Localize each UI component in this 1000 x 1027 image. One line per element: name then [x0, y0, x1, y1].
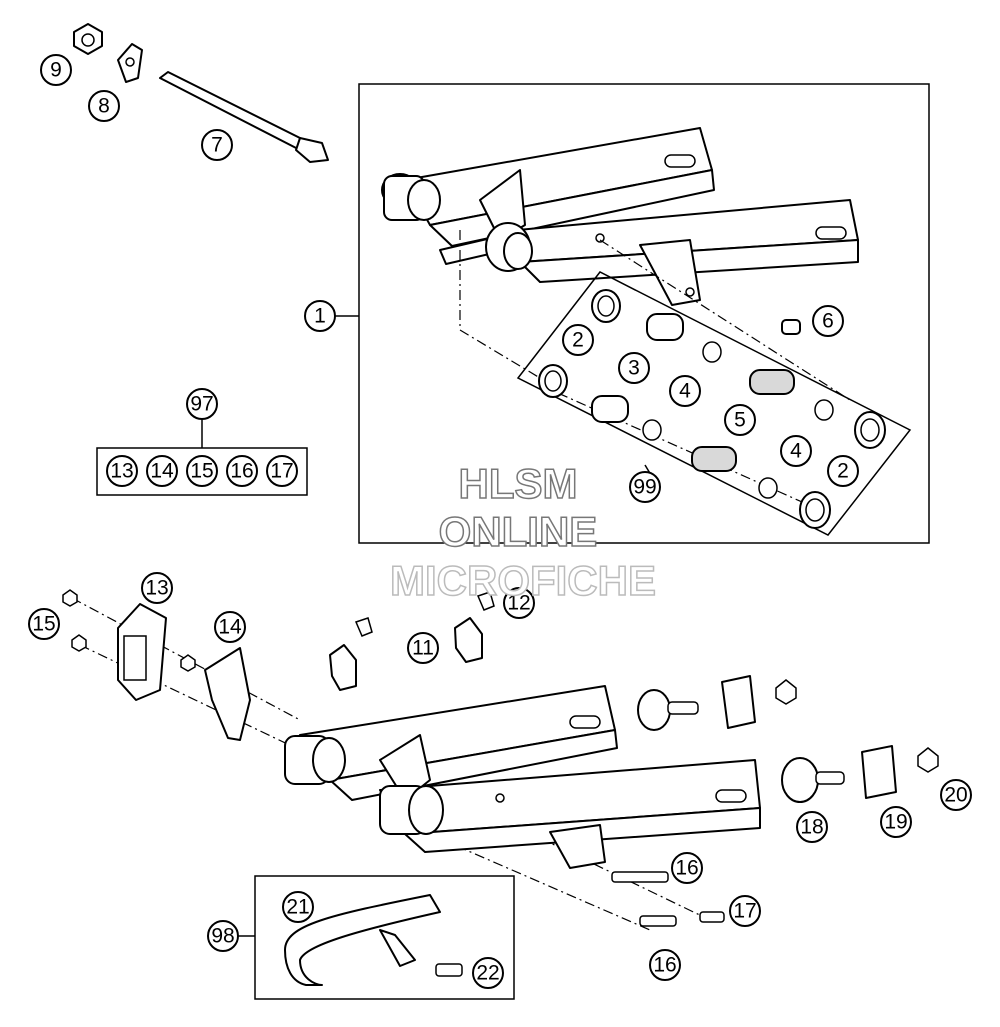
bearing-kit-frame: [516, 271, 912, 536]
callout-7[interactable]: 7: [201, 129, 233, 161]
callout-6[interactable]: 6: [812, 305, 844, 337]
swingarm-assembly-frame: [358, 83, 930, 544]
svg-text:17: 17: [270, 460, 293, 483]
callout-3[interactable]: 3: [618, 352, 650, 384]
svg-text:11: 11: [412, 637, 434, 660]
svg-text:20: 20: [944, 784, 967, 807]
svg-text:98: 98: [211, 925, 234, 948]
chain-guard-frame: [254, 875, 515, 1000]
swingarm-upper-drawing: [381, 127, 859, 306]
kit-97-item[interactable]: 16: [226, 455, 258, 487]
callout-18[interactable]: 18: [796, 811, 828, 843]
svg-text:13: 13: [145, 577, 168, 600]
svg-text:18: 18: [800, 816, 823, 839]
kit-97-item[interactable]: 17: [266, 455, 298, 487]
callout-12[interactable]: 12: [503, 587, 535, 619]
svg-text:4: 4: [679, 380, 691, 403]
swingarm-lower-drawing: [62, 589, 939, 931]
callout-13[interactable]: 13: [141, 572, 173, 604]
callout-21[interactable]: 21: [282, 891, 314, 923]
svg-text:17: 17: [733, 900, 756, 923]
svg-text:16: 16: [675, 857, 698, 880]
kit-97-item[interactable]: 13: [106, 455, 138, 487]
pivot-axle-drawing: [73, 23, 329, 163]
callout-99[interactable]: 99: [629, 471, 661, 503]
svg-text:ONLINE: ONLINE: [439, 508, 598, 555]
svg-text:99: 99: [633, 476, 656, 499]
callout-2[interactable]: 2: [827, 455, 859, 487]
svg-text:6: 6: [822, 310, 834, 333]
callout-2[interactable]: 2: [562, 324, 594, 356]
svg-text:21: 21: [286, 896, 309, 919]
svg-text:7: 7: [211, 134, 223, 157]
svg-text:15: 15: [190, 460, 213, 483]
callout-98[interactable]: 98: [207, 920, 239, 952]
callout-20[interactable]: 20: [940, 779, 972, 811]
svg-text:1: 1: [314, 305, 326, 328]
svg-text:22: 22: [476, 962, 499, 985]
svg-text:14: 14: [150, 460, 174, 483]
callout-8[interactable]: 8: [88, 90, 120, 122]
callout-4[interactable]: 4: [669, 375, 701, 407]
callout-16[interactable]: 16: [649, 949, 681, 981]
svg-text:5: 5: [734, 409, 746, 432]
watermark: HLSM ONLINE MICROFICHE: [389, 459, 657, 605]
kit-97-item[interactable]: 14: [146, 455, 178, 487]
svg-text:15: 15: [32, 613, 55, 636]
svg-text:12: 12: [507, 592, 530, 615]
svg-text:13: 13: [110, 460, 133, 483]
bearing-kit-drawing: [459, 230, 886, 529]
kit-97-item[interactable]: 15: [186, 455, 218, 487]
svg-text:14: 14: [218, 616, 242, 639]
kit-97-box: [96, 447, 308, 496]
svg-text:19: 19: [884, 811, 907, 834]
callout-19[interactable]: 19: [880, 806, 912, 838]
callout-5[interactable]: 5: [724, 404, 756, 436]
svg-text:16: 16: [230, 460, 253, 483]
svg-text:MICROFICHE: MICROFICHE: [390, 557, 656, 604]
callout-22[interactable]: 22: [472, 957, 504, 989]
callout-4[interactable]: 4: [780, 435, 812, 467]
callout-17[interactable]: 17: [729, 895, 761, 927]
chain-guard-drawing: [284, 894, 463, 986]
svg-text:97: 97: [190, 393, 213, 416]
callout-11[interactable]: 11: [407, 632, 439, 664]
svg-text:3: 3: [628, 357, 640, 380]
callout-1[interactable]: 1: [304, 300, 336, 332]
svg-text:9: 9: [50, 59, 62, 82]
svg-text:HLSM: HLSM: [459, 460, 578, 507]
callout-15[interactable]: 15: [28, 608, 60, 640]
svg-text:16: 16: [653, 954, 676, 977]
callout-14[interactable]: 14: [214, 611, 246, 643]
svg-text:2: 2: [572, 329, 584, 352]
svg-text:8: 8: [98, 95, 110, 118]
callout-16[interactable]: 16: [671, 852, 703, 884]
svg-text:4: 4: [790, 440, 802, 463]
callout-97[interactable]: 97: [186, 388, 218, 420]
callout-9[interactable]: 9: [40, 54, 72, 86]
svg-text:2: 2: [837, 460, 849, 483]
